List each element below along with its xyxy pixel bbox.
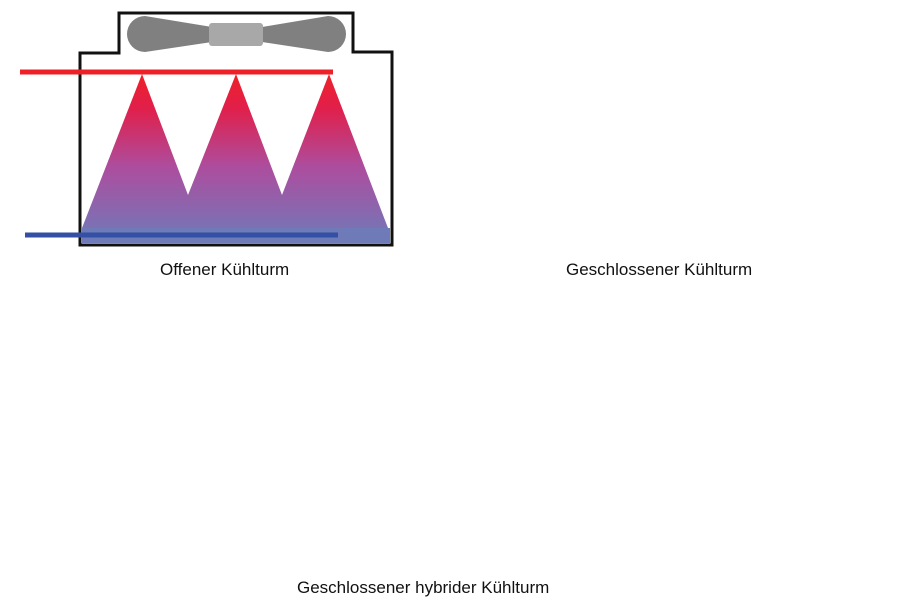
- caption-open-cooling-tower: Offener Kühlturm: [160, 260, 290, 279]
- spray-cone-icon: [82, 74, 390, 243]
- tower-casing: [78, 11, 394, 247]
- fan-icon: [127, 16, 346, 52]
- caption-closed-cooling-tower: Geschlossener Kühlturm: [566, 260, 753, 279]
- open-cooling-tower: [20, 11, 394, 247]
- caption-hybrid-cooling-tower: Geschlossener hybrider Kühlturm: [297, 578, 550, 597]
